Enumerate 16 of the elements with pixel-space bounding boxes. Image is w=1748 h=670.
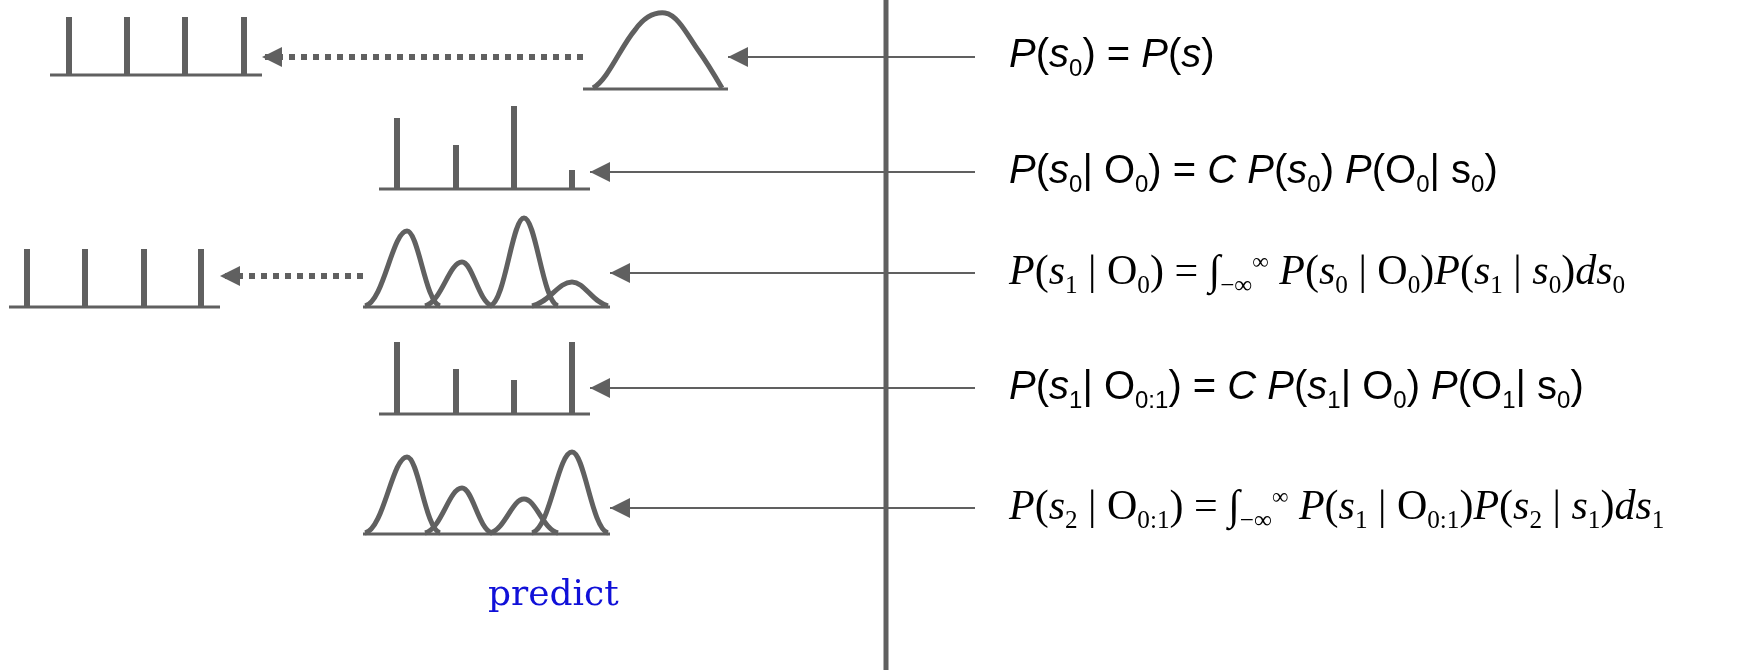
particle-histogram-drawing	[379, 340, 590, 416]
arrow	[727, 47, 976, 67]
arrow	[609, 263, 976, 283]
formula: P(s$_{1}$ | O$_{0}$) = ∫$_{−∞}$$^{∞}$ P(s$_{0}$ | O$_{0}$)P(s$_{1}$ | s$_{0}$)ds$_{0}$	[975, 223, 1745, 323]
formula: P(s$_{0}$) = P(s)	[975, 26, 1375, 86]
arrow	[262, 47, 583, 67]
arrow	[589, 378, 976, 398]
arrow	[609, 498, 976, 518]
particle-histogram-drawing	[50, 15, 262, 77]
formula: P(s$_{1}$| O$_{0:1}$) = C P(s$_{1}$| O$_{0}$) P(O$_{1}$| s$_{0}$)	[975, 358, 1745, 418]
arrow	[220, 266, 363, 286]
formula: P(s$_{2}$ | O$_{0:1}$) = ∫$_{−∞}$$^{∞}$ P(s$_{1}$ | O$_{0:1}$)P(s$_{2}$ | s$_{1}$)ds$_{1}$	[975, 458, 1745, 558]
density-curve-drawing	[583, 8, 728, 91]
arrow	[589, 162, 976, 182]
caption: predict	[488, 572, 619, 613]
formula: P(s$_{0}$| O$_{0}$) = C P(s$_{0}$) P(O$_{0}$| s$_{0}$)	[975, 142, 1675, 202]
